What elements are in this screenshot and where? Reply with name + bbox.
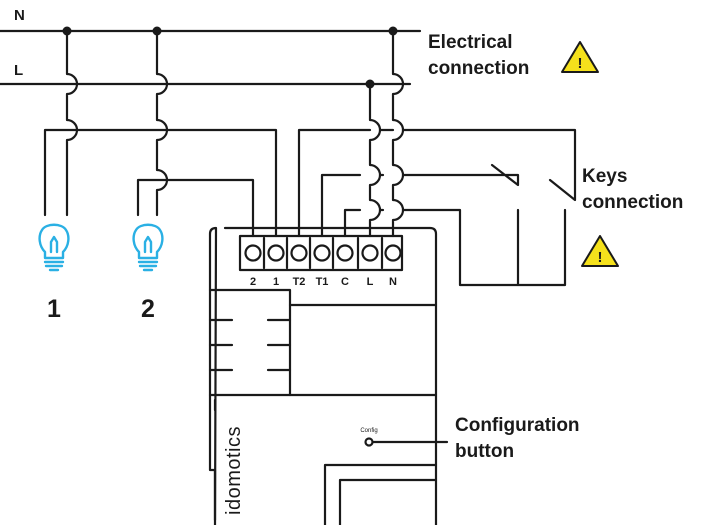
terminal-screw	[244, 244, 262, 262]
terminal-screw	[336, 244, 354, 262]
terminal-screw	[384, 244, 402, 262]
warning-icon: !	[561, 41, 599, 73]
output2-wire	[136, 178, 255, 238]
keys-label-line1: Keys	[582, 166, 627, 187]
terminal-block	[238, 234, 404, 272]
terminal-label: N	[389, 276, 397, 288]
terminal-screw	[313, 244, 331, 262]
lightbulb-icon	[132, 223, 164, 272]
terminal-label: L	[367, 276, 374, 288]
lightbulb-icon	[38, 223, 70, 272]
common-wire	[343, 208, 567, 287]
electrical-label-line1: Electrical	[428, 32, 513, 53]
output1-wire	[43, 128, 278, 238]
terminal-screw	[290, 244, 308, 262]
t1-key-wire	[320, 163, 520, 238]
lamp2-neutral-wire	[155, 29, 169, 217]
terminal-label: T2	[293, 276, 306, 288]
terminal-label: 1	[273, 276, 279, 288]
svg-text:!: !	[598, 249, 603, 266]
terminal-label: C	[341, 276, 349, 288]
t2-key-wire	[297, 128, 577, 238]
device-l-wire	[368, 82, 382, 238]
keys-label-line2: connection	[582, 192, 683, 213]
warning-icon: !	[581, 235, 619, 267]
electrical-label-line2: connection	[428, 58, 529, 79]
lamp2-number: 2	[141, 295, 155, 323]
lamp1-neutral-wire	[65, 29, 79, 217]
terminal-screw	[361, 244, 379, 262]
config-label-line1: Configuration	[455, 415, 580, 436]
terminal-screw	[267, 244, 285, 262]
config-small-label: Config	[360, 428, 377, 434]
terminal-label: 2	[250, 276, 256, 288]
config-button[interactable]	[364, 437, 374, 447]
device-module	[208, 226, 438, 525]
terminal-label: T1	[316, 276, 329, 288]
live-line-label: L	[14, 62, 23, 79]
device-n-wire	[391, 29, 405, 238]
neutral-line-label: N	[14, 7, 25, 24]
svg-text:!: !	[578, 55, 583, 72]
terminal-screws	[244, 236, 402, 270]
lamp1-number: 1	[47, 295, 61, 323]
config-label-line2: button	[455, 441, 514, 462]
brand-logo: idomotics	[223, 426, 245, 515]
